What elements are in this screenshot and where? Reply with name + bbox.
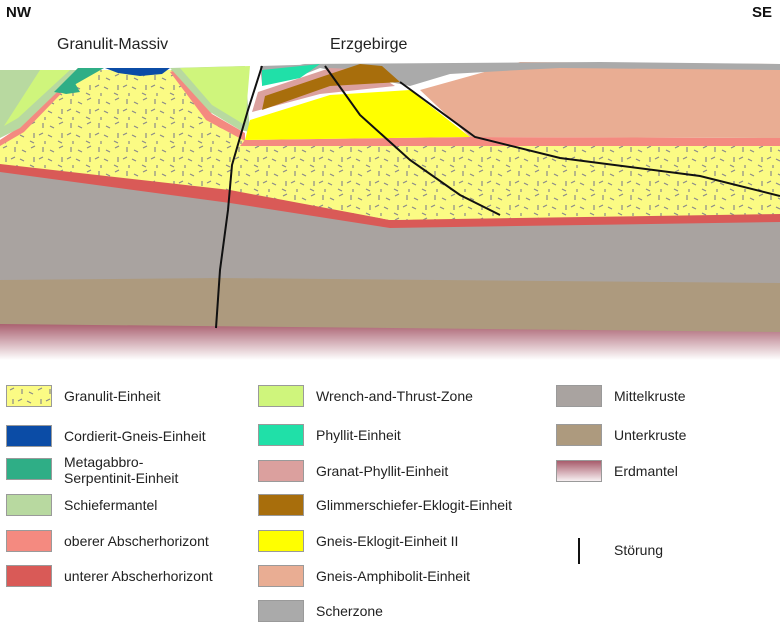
granulit-einheit-right [230,146,780,220]
legend-swatch-phyllit [258,424,304,446]
phyllit-einheit [262,64,320,86]
legend-fault-item: Störung [556,536,756,566]
legend-swatch-mittelkruste [556,385,602,407]
legend-label-gneis_amphibolit: Gneis-Amphibolit-Einheit [316,568,471,584]
legend-item-schiefermantel: Schiefermantel [6,494,236,520]
legend-label-wrench: Wrench-and-Thrust-Zone [316,388,473,404]
legend-swatch-scherzone [258,600,304,622]
legend-label-unterer: unterer Abscherhorizont [64,568,213,584]
legend-swatch-granat [258,460,304,482]
legend-swatch-schiefermantel [6,494,52,516]
fault-symbol [578,538,580,564]
legend-label-phyllit: Phyllit-Einheit [316,427,401,443]
unterer-abscherhorizont-layer [0,162,780,228]
wrench-thrust-zone [180,66,250,125]
legend-label-gneis_eklogit: Gneis-Eklogit-Einheit II [316,533,459,549]
cordierit-gneis-einheit [105,68,170,76]
legend-label-stoerung: Störung [614,542,664,558]
legend-label-cordierit: Cordierit-Gneis-Einheit [64,428,206,444]
fault-erzgebirge-1 [324,65,501,216]
direction-se-label: SE [752,4,773,21]
legend-swatch-metagabbro [6,458,52,480]
legend-label-erdmantel: Erdmantel [614,463,678,479]
legend-label-metagabbro: Metagabbro-Serpentinit-Einheit [64,454,179,486]
legend-swatch-erdmantel [556,460,602,482]
gneis-amphibolit-einheit [420,62,780,138]
legend-label-unterkruste: Unterkruste [614,427,687,443]
legend-item-gneis_amphibolit: Gneis-Amphibolit-Einheit [258,565,488,591]
glimmerschiefer-eklogit-einheit [262,64,400,110]
legend-swatch-glimmer [258,494,304,516]
region-granulit-massiv-label: Granulit-Massiv [57,36,169,53]
direction-nw-label: NW [6,4,31,21]
legend-item-scherzone: Scherzone [258,600,488,626]
region-erzgebirge-label: Erzgebirge [330,36,408,53]
legend-item-phyllit: Phyllit-Einheit [258,424,488,450]
legend-swatch-unterkruste [556,424,602,446]
oberer-abscherhorizont-layer [240,137,780,146]
legend-swatch-oberer [6,530,52,552]
gneis-eklogit-einheit [245,90,470,140]
legend-swatch-unterer [6,565,52,587]
legend-item-unterer: unterer Abscherhorizont [6,565,236,591]
legend-swatch-granulit [6,385,52,407]
legend-item-granat: Granat-Phyllit-Einheit [258,460,488,486]
legend-item-glimmer: Glimmerschiefer-Eklogit-Einheit [258,494,512,520]
fault-erzgebirge-2 [399,81,780,197]
legend-item-wrench: Wrench-and-Thrust-Zone [258,385,488,411]
legend-swatch-gneis_eklogit [258,530,304,552]
legend-swatch-cordierit [6,425,52,447]
erdmantel-layer [0,323,780,360]
legend-swatch-gneis_amphibolit [258,565,304,587]
metagabbro-serpentinit-einheit [54,68,104,93]
legend-label-granulit: Granulit-Einheit [64,388,161,404]
legend-label-oberer: oberer Abscherhorizont [64,533,209,549]
legend-label-glimmer: Glimmerschiefer-Eklogit-Einheit [316,497,513,513]
legend-swatch-wrench [258,385,304,407]
legend-item-mittelkruste: Mittelkruste [556,385,780,411]
legend-label-scherzone: Scherzone [316,603,383,619]
schiefermantel-left-band [4,70,70,126]
legend-item-oberer: oberer Abscherhorizont [6,530,236,556]
legend-label-granat: Granat-Phyllit-Einheit [316,463,449,479]
unterkruste-layer [0,276,780,332]
granulit-einheit-left [0,70,245,190]
legend-item-granulit: Granulit-Einheit [6,385,236,411]
legend-item-cordierit: Cordierit-Gneis-Einheit [6,425,236,451]
legend-item-gneis_eklogit: Gneis-Eklogit-Einheit II [258,530,488,556]
legend-item-unterkruste: Unterkruste [556,424,780,450]
scherzone [300,62,780,86]
legend-label-mittelkruste: Mittelkruste [614,388,686,404]
legend-item-metagabbro: Metagabbro-Serpentinit-Einheit [6,454,236,486]
geological-cross-section [0,62,780,360]
fault-main-vertical [215,65,263,329]
legend-item-erdmantel: Erdmantel [556,460,780,486]
legend-label-schiefermantel: Schiefermantel [64,497,158,513]
